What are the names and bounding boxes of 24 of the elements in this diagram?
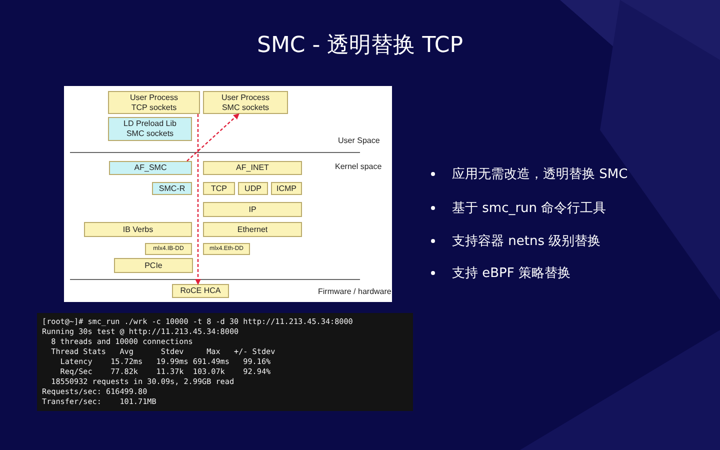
layer-box: ICMP bbox=[271, 182, 302, 195]
layer-box: UDP bbox=[238, 182, 268, 195]
layer-box: User Process SMC sockets bbox=[203, 91, 288, 114]
arrow bbox=[186, 113, 240, 162]
layer-box: PCIe bbox=[114, 258, 193, 273]
layer-label: Firmware / hardware bbox=[318, 287, 392, 296]
layer-box: SMC-R bbox=[152, 182, 192, 195]
bullet-text: 支持 eBPF 策略替换 bbox=[452, 265, 570, 282]
bullet-text: 应用无需改造，透明替换 SMC bbox=[452, 166, 628, 183]
slide-title: SMC - 透明替换 TCP bbox=[256, 32, 464, 60]
layer-box: RoCE HCA bbox=[172, 284, 229, 298]
layer-box: Ethernet bbox=[203, 222, 302, 237]
layer-box: AF_SMC bbox=[109, 161, 192, 175]
bullet-text: 支持容器 netns 级别替换 bbox=[452, 233, 601, 250]
layer-label: Kernel space bbox=[335, 162, 382, 171]
layer-box: LD Preload Lib SMC sockets bbox=[108, 117, 192, 141]
layer-box: AF_INET bbox=[203, 161, 302, 175]
layer-box: TCP bbox=[203, 182, 235, 195]
layer-label: User Space bbox=[338, 136, 380, 145]
arrow bbox=[195, 114, 201, 285]
layer-box: IB Verbs bbox=[84, 222, 192, 237]
layer-box: User Process TCP sockets bbox=[108, 91, 200, 114]
bullet-text: 基于 smc_run 命令行工具 bbox=[452, 200, 606, 217]
layer-box: IP bbox=[203, 202, 302, 217]
